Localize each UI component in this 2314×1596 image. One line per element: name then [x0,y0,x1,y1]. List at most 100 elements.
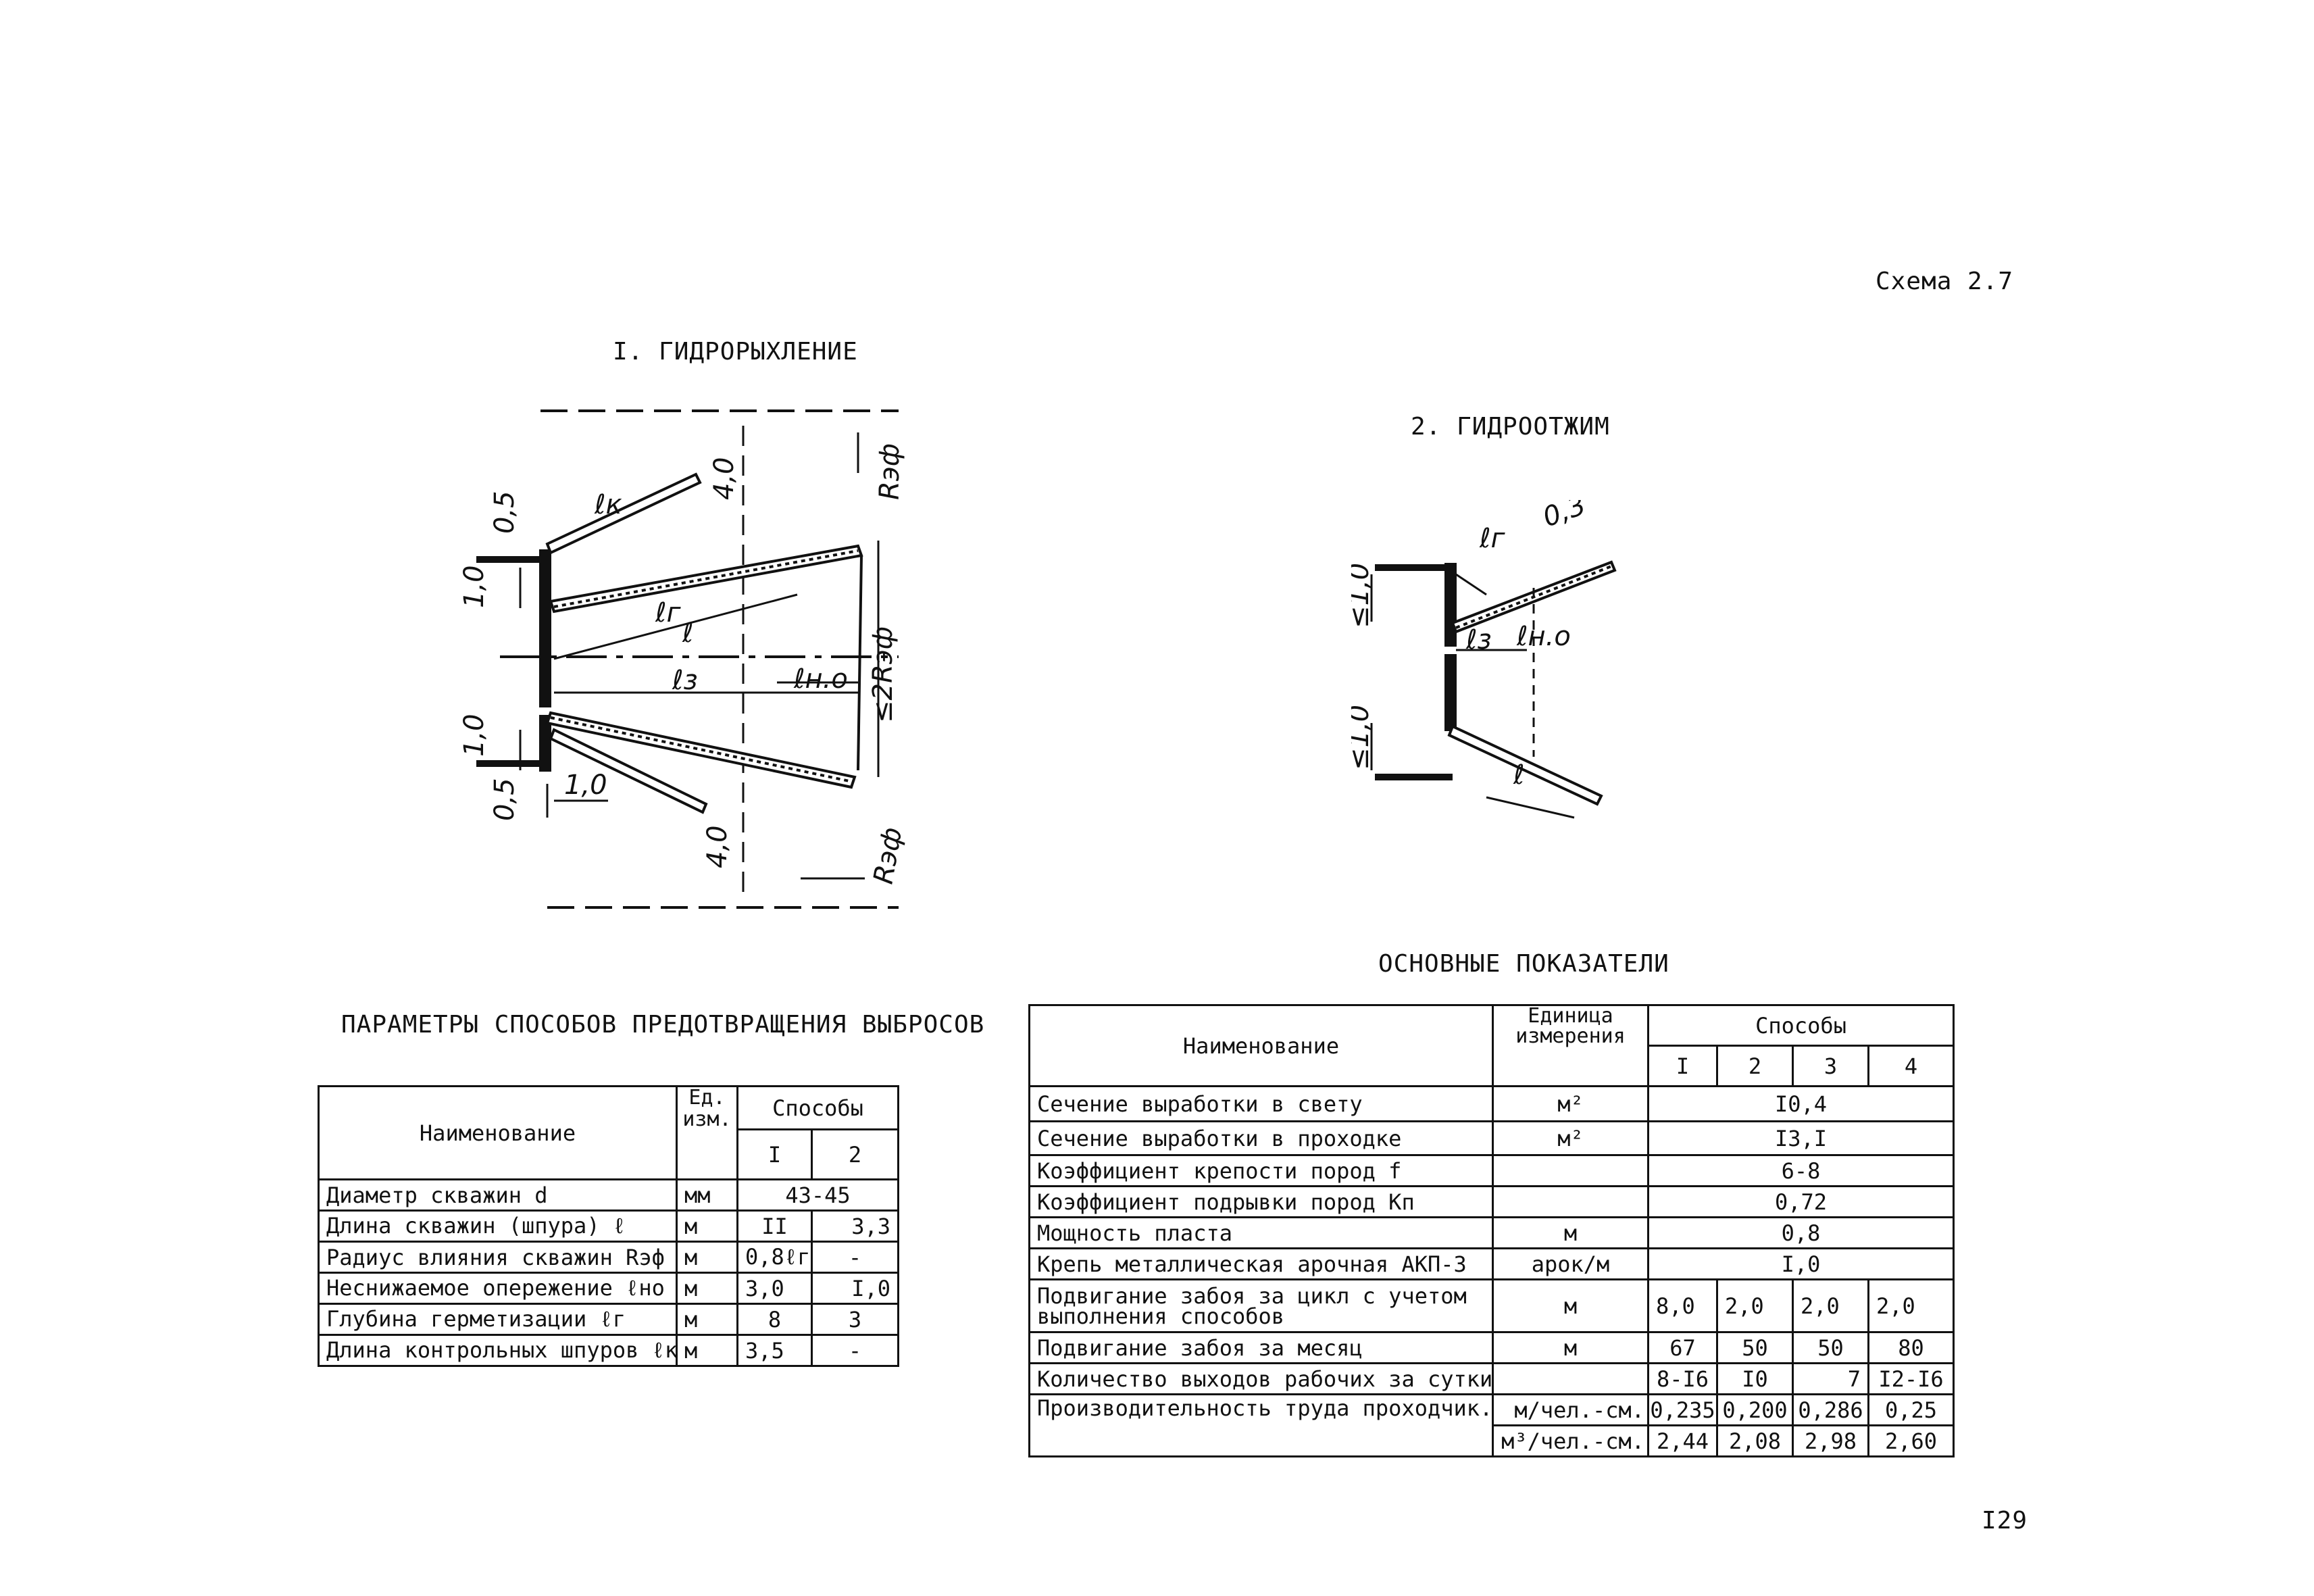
params-row-name: Длина контрольных шпуров ℓк [318,1334,678,1367]
main-row-value: I0,4 [1646,1085,1955,1122]
bottom-borehole [1447,724,1603,806]
params-table: Наименование Ед. изм. Способы I 2 Диамет… [318,1085,900,1367]
schema-label: Схема 2.7 [1876,268,2014,295]
params-row-unit: м [676,1241,738,1274]
main-row-unit: м [1492,1331,1649,1364]
main-row-value: I3,I [1646,1120,1955,1156]
params-row-v2: - [810,1334,900,1367]
main-row-name-line1: Подвигание забоя за цикл с учетом [1037,1282,1467,1309]
main-row-v3: 2,98 [1792,1424,1869,1457]
params-header-m1: I [736,1128,813,1180]
params-row-unit: м [676,1272,738,1305]
params-row-v2: - [810,1241,900,1274]
bottom-borehole [545,711,857,789]
main-row-name: Коэффициент подрывки пород Kп [1028,1185,1494,1218]
params-row-v1: 43-45 [736,1178,900,1211]
label-lz: ℓз [1465,624,1492,655]
dim-10-top: 1,0 [459,565,490,608]
main-row-unit [1492,1185,1649,1218]
params-row-v1: 0,8ℓг [736,1241,813,1274]
dim-10-bottom: 1,0 [459,714,490,757]
main-table-title: ОСНОВНЫЕ ПОКАЗАТЕЛИ [1378,950,1669,978]
main-row-name: Крепь металлическая арочная АКП-3 [1028,1247,1494,1280]
main-header-unit: Единица измерения [1492,1004,1649,1087]
main-row-v4: 2,0 [1867,1278,1955,1333]
dim-05-bottom: 0,5 [489,778,520,821]
main-row-v1: 67 [1647,1331,1718,1364]
params-table-title: ПАРАМЕТРЫ СПОСОБОВ ПРЕДОТВРАЩЕНИЯ ВЫБРОС… [341,1011,985,1039]
main-header-m3: 3 [1792,1045,1869,1087]
main-row-v3: 0,286 [1792,1393,1869,1426]
main-row-v3: 50 [1792,1331,1869,1364]
main-row-v4: I2-I6 [1867,1362,1955,1395]
params-row-unit: мм [676,1178,738,1212]
main-row-unit: м [1492,1216,1649,1249]
main-row-name: Мощность пласта [1028,1216,1494,1249]
dim-10-horizontal: 1,0 [564,770,607,801]
main-row-v3: 2,0 [1792,1278,1869,1333]
main-row-unit: м [1492,1278,1649,1333]
label-lg: ℓг [655,597,682,628]
main-row-value: I,0 [1646,1247,1955,1280]
label-ref-top: Rэф [874,443,905,500]
params-header-m2: 2 [810,1128,900,1180]
main-row-value: 6-8 [1646,1154,1955,1187]
params-row-v1: 3,0 [736,1272,813,1305]
main-row-v4: 2,60 [1867,1424,1955,1457]
main-row-v2: 2,0 [1716,1278,1794,1333]
params-row-name: Глубина герметизации ℓг [318,1303,678,1336]
main-row-unit: арок/м [1492,1247,1649,1280]
main-header-m1: I [1647,1045,1718,1087]
main-row-v1: 8-I6 [1647,1362,1718,1395]
main-row-v1: 8,0 [1647,1278,1718,1333]
main-row-unit [1492,1154,1649,1187]
main-row-unit: м² [1492,1120,1649,1156]
page-number: I29 [1982,1507,2028,1535]
section1-title: I. ГИДРОРЫХЛЕНИЕ [613,338,858,366]
main-row-name: Производительность труда проходчик. [1028,1393,1494,1457]
label-lno: ℓн.о [1516,621,1571,652]
params-row-v1: 3,5 [736,1334,813,1367]
main-row-name: Подвигание забоя за месяц [1028,1331,1494,1364]
label-l: ℓ [682,618,694,649]
params-row-name: Диаметр скважин d [318,1178,678,1212]
dim-10-bottom: ≤1,0 [1351,705,1375,770]
main-row-v2: I0 [1716,1362,1794,1395]
main-row-v4: 0,25 [1867,1393,1955,1426]
main-row-unit [1492,1362,1649,1395]
main-header-m4: 4 [1867,1045,1955,1087]
main-row-v4: 80 [1867,1331,1955,1364]
main-row-name: Количество выходов рабочих за сутки [1028,1362,1494,1395]
main-indicators-table: Наименование Единица измерения Способы I… [1028,1004,1955,1457]
params-header-unit: Ед. изм. [676,1085,738,1180]
params-row-v1: 8 [736,1303,813,1336]
label-lz: ℓз [672,665,698,696]
main-row-unit: м² [1492,1085,1649,1122]
main-row-name: Сечение выработки в проходке [1028,1120,1494,1156]
params-row-v2: 3,3 [810,1210,900,1243]
params-row-v2: 3 [810,1303,900,1336]
seam-plate [539,549,551,707]
params-row-name: Длина скважин (шпура) ℓ [318,1210,678,1243]
control-hole-bottom [549,728,708,814]
label-ref-bottom: Rэф [868,825,909,887]
main-header-m2: 2 [1716,1045,1794,1087]
section2-title: 2. ГИДРООТЖИМ [1411,413,1610,441]
diagram-hydro-squeezing: ℓг 0,3 ≤1,0 ℓз ℓн.о ≤1,0 ℓ [1351,500,1617,819]
main-row-name: Подвигание забоя за цикл с учетом выполн… [1028,1278,1494,1333]
label-lg: ℓг [1479,523,1506,554]
params-row-unit: м [676,1303,738,1336]
dim-40-bottom: 4,0 [702,825,733,868]
params-row-name: Радиус влияния скважин Rэф [318,1241,678,1274]
label-lk: ℓк [594,489,622,520]
dim-03: 0,3 [1539,500,1590,533]
params-row-name: Неснижаемое опережение ℓно [318,1272,678,1305]
main-header-methods: Способы [1646,1004,1955,1047]
control-hole-top [545,472,702,555]
label-2ref: ≤2Rэф [867,626,899,723]
main-row-v1: 0,235 [1647,1393,1718,1426]
main-row-unit: м/чел.-см. [1492,1393,1649,1426]
main-row-name: Сечение выработки в свету [1028,1085,1494,1122]
label-lno: ℓн.о [793,664,848,695]
dim-05-top: 0,5 [489,491,520,534]
